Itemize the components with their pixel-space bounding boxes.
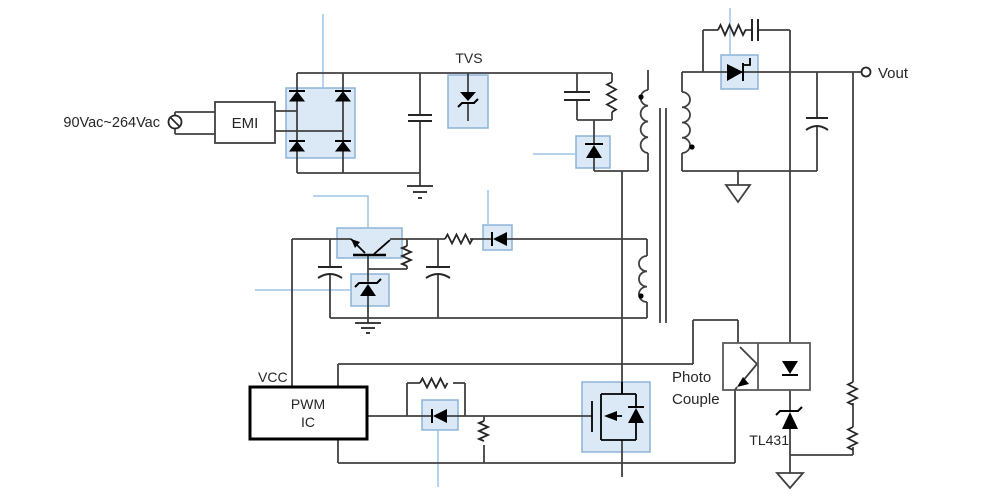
- aux-dot: [638, 293, 644, 299]
- tl431-label: TL431: [749, 432, 789, 448]
- aux-diode: [491, 232, 507, 246]
- output-diode-step: [743, 58, 751, 66]
- emi-label: EMI: [232, 115, 259, 132]
- gate-resistor: [419, 376, 449, 390]
- primary-winding: [639, 89, 649, 154]
- output-snubber-resistor: [717, 22, 747, 38]
- snubber-resistor: [605, 81, 618, 113]
- bridge-diode-bl: [288, 140, 306, 152]
- aux-winding: [638, 255, 648, 303]
- mosfet: [591, 382, 644, 441]
- ac-source: 90Vac~264Vac: [63, 114, 183, 131]
- photo-led: [782, 361, 798, 376]
- transistor-highlight: [336, 227, 403, 259]
- vcc-label: VCC: [258, 369, 288, 385]
- clamp-diode: [585, 143, 603, 158]
- secondary-dot: [689, 144, 695, 150]
- aux-horiz-resistor: [444, 232, 474, 246]
- ac-source-icon: [167, 114, 183, 130]
- vout-label: Vout: [878, 65, 909, 82]
- output-capacitor: [805, 117, 829, 131]
- pwm-label-2: IC: [301, 414, 315, 430]
- photo-label-1: Photo: [672, 369, 711, 386]
- secondary-winding: [681, 91, 691, 154]
- aux-supply: [317, 232, 507, 334]
- aux-cap-1: [317, 266, 343, 279]
- tvs-diode: TVS: [455, 50, 483, 108]
- bulk-capacitor: [408, 114, 432, 122]
- emi-filter: EMI: [214, 101, 276, 144]
- tl431: TL431: [749, 406, 803, 448]
- vout-terminal: Vout: [860, 65, 909, 82]
- bridge-diode-br: [334, 140, 352, 152]
- divider-resistor-1: [845, 381, 860, 406]
- input-voltage-label: 90Vac~264Vac: [63, 115, 160, 131]
- photo-transistor: [734, 346, 758, 391]
- leader-lines: [255, 8, 731, 487]
- output-snubber-cap: [751, 19, 759, 41]
- bridge-diode-tl: [288, 90, 306, 102]
- divider-resistor-2: [845, 426, 860, 451]
- secondary-ground-2: [775, 472, 805, 490]
- aux-ground: [355, 322, 381, 334]
- transformer: [638, 89, 695, 323]
- tvs-label: TVS: [455, 50, 482, 66]
- secondary-ground-1: [724, 184, 752, 204]
- pwm-diode: [431, 409, 447, 423]
- aux-transistor-arrow: [351, 239, 360, 248]
- primary-ground: [407, 185, 433, 199]
- ac-source-slash: [170, 117, 181, 128]
- sense-resistor: [476, 420, 491, 442]
- pwm-ic: VCC PWM IC: [248, 369, 369, 441]
- bridge-diode-tr: [334, 90, 352, 102]
- transistor-leader: [313, 195, 369, 228]
- snubber-cap: [564, 91, 590, 101]
- highlight-boxes: [285, 54, 759, 453]
- feedback-divider: [845, 381, 860, 451]
- tvs-triangle: [460, 92, 476, 101]
- aux-cap-2: [425, 266, 451, 279]
- pwm-diode-highlight: [421, 399, 459, 431]
- mosfet-arrow: [604, 411, 617, 421]
- mosfet-body-diode: [628, 394, 644, 440]
- photo-transistor-arrow: [737, 377, 749, 387]
- aux-vert-resistor: [399, 245, 414, 267]
- output-diode: [727, 58, 751, 81]
- aux-zener: [354, 278, 382, 296]
- bridge-rectifier: [288, 90, 352, 152]
- primary-dot: [638, 94, 644, 100]
- tvs-bar: [457, 98, 479, 108]
- pwm-label-1: PWM: [291, 396, 325, 412]
- photo-coupler: Photo Couple: [672, 342, 811, 408]
- aux-transistor: [350, 238, 391, 257]
- photo-label-2: Couple: [672, 391, 720, 408]
